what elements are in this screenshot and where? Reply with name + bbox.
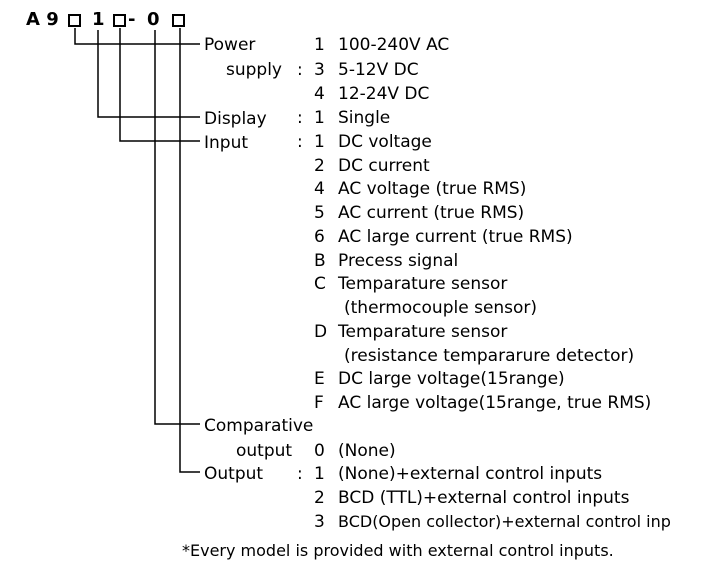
input-text: DC large voltage(15range) [338, 369, 565, 389]
comparative-text-0: (None) [338, 441, 396, 461]
input-label: Input [204, 133, 249, 153]
model-digit-1: 1 [92, 9, 105, 30]
model-digit-0: 0 [147, 9, 160, 30]
display-colon: : [297, 108, 303, 128]
input-code: E [314, 369, 325, 389]
input-code: 5 [314, 203, 325, 223]
output-connector [179, 28, 200, 473]
input-text: AC current (true RMS) [338, 203, 525, 223]
output-text: BCD(Open collector)+external control inp [338, 512, 671, 531]
input-text-continued: (thermocouple sensor) [344, 298, 538, 318]
input-code: 4 [314, 179, 325, 199]
comparative-label-2: output [236, 441, 293, 461]
input-text: AC large voltage(15range, true RMS) [338, 393, 652, 413]
display-text-1: Single [338, 108, 391, 128]
power-code-1: 1 [314, 35, 325, 55]
input-text: DC current [338, 156, 430, 176]
display-connector [97, 30, 200, 118]
input-text: DC voltage [338, 132, 432, 152]
output-colon: : [297, 464, 303, 484]
comparative-code-0: 0 [314, 441, 325, 461]
power-label-2: supply [226, 60, 282, 80]
output-code: 3 [314, 512, 325, 532]
input-code: C [314, 274, 326, 294]
power-text-1: 100-240V AC [338, 35, 450, 55]
input-text: Temparature sensor [338, 322, 508, 342]
power-connector [74, 28, 200, 45]
power-colon: : [297, 60, 303, 80]
power-text-3: 5-12V DC [338, 60, 419, 80]
input-code: 1 [314, 132, 325, 152]
input-text: Temparature sensor [338, 274, 508, 294]
input-text: Precess signal [338, 251, 459, 271]
comparative-label: Comparative [204, 416, 314, 436]
input-code: D [314, 322, 328, 342]
model-prefix: A 9 [26, 9, 59, 30]
power-supply-box [68, 14, 81, 27]
power-code-3: 3 [314, 60, 325, 80]
input-connector [119, 28, 200, 142]
input-text-continued: (resistance tempararure detector) [344, 346, 635, 366]
output-box [172, 14, 185, 27]
input-code: 2 [314, 156, 325, 176]
power-code-4: 4 [314, 84, 325, 104]
output-code: 2 [314, 488, 325, 508]
input-box [113, 14, 126, 27]
model-dash: - [128, 9, 136, 30]
power-text-4: 12-24V DC [338, 84, 430, 104]
comparative-connector [154, 30, 200, 425]
input-text: AC voltage (true RMS) [338, 179, 527, 199]
output-text: (None)+external control inputs [338, 464, 603, 484]
input-text: AC large current (true RMS) [338, 227, 573, 247]
display-code-1: 1 [314, 108, 325, 128]
output-code: 1 [314, 464, 325, 484]
output-label: Output [204, 464, 264, 484]
power-label: Power [204, 35, 256, 55]
output-text: BCD (TTL)+external control inputs [338, 488, 630, 508]
display-label: Display [204, 109, 267, 129]
input-code: 6 [314, 227, 325, 247]
input-code: B [314, 251, 326, 271]
input-code: F [314, 393, 324, 413]
input-colon: : [297, 132, 303, 152]
footnote: *Every model is provided with external c… [182, 541, 614, 560]
